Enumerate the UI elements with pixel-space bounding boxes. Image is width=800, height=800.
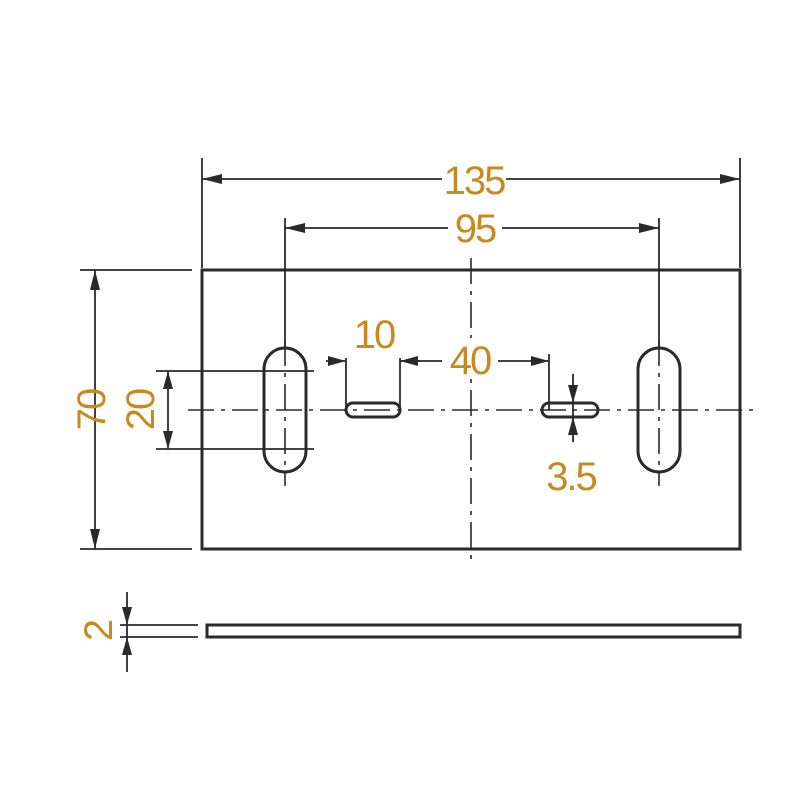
dimension-slot-length: 20 [119, 370, 314, 450]
dimension-label-2: 2 [77, 620, 121, 641]
plate-side-view [205, 623, 742, 639]
dimension-label-20: 20 [119, 389, 163, 430]
dimension-thickness: 2 [77, 592, 198, 672]
dimension-overall-height: 70 [70, 269, 192, 550]
dimension-small-slot-width: 3.5 [546, 374, 599, 499]
right-small-slot [540, 401, 600, 419]
dimension-slot-pitch: 95 [284, 206, 660, 348]
dimension-label-3-5: 3.5 [546, 455, 596, 499]
dimension-label-10: 10 [354, 313, 395, 357]
dimension-small-slot-pitch: 40 [400, 338, 550, 410]
dimension-label-70: 70 [70, 389, 114, 430]
dimension-label-95: 95 [455, 207, 496, 251]
dimension-label-135: 135 [444, 159, 505, 203]
dimension-overall-width: 135 [201, 158, 741, 268]
dimension-label-40: 40 [450, 339, 491, 383]
